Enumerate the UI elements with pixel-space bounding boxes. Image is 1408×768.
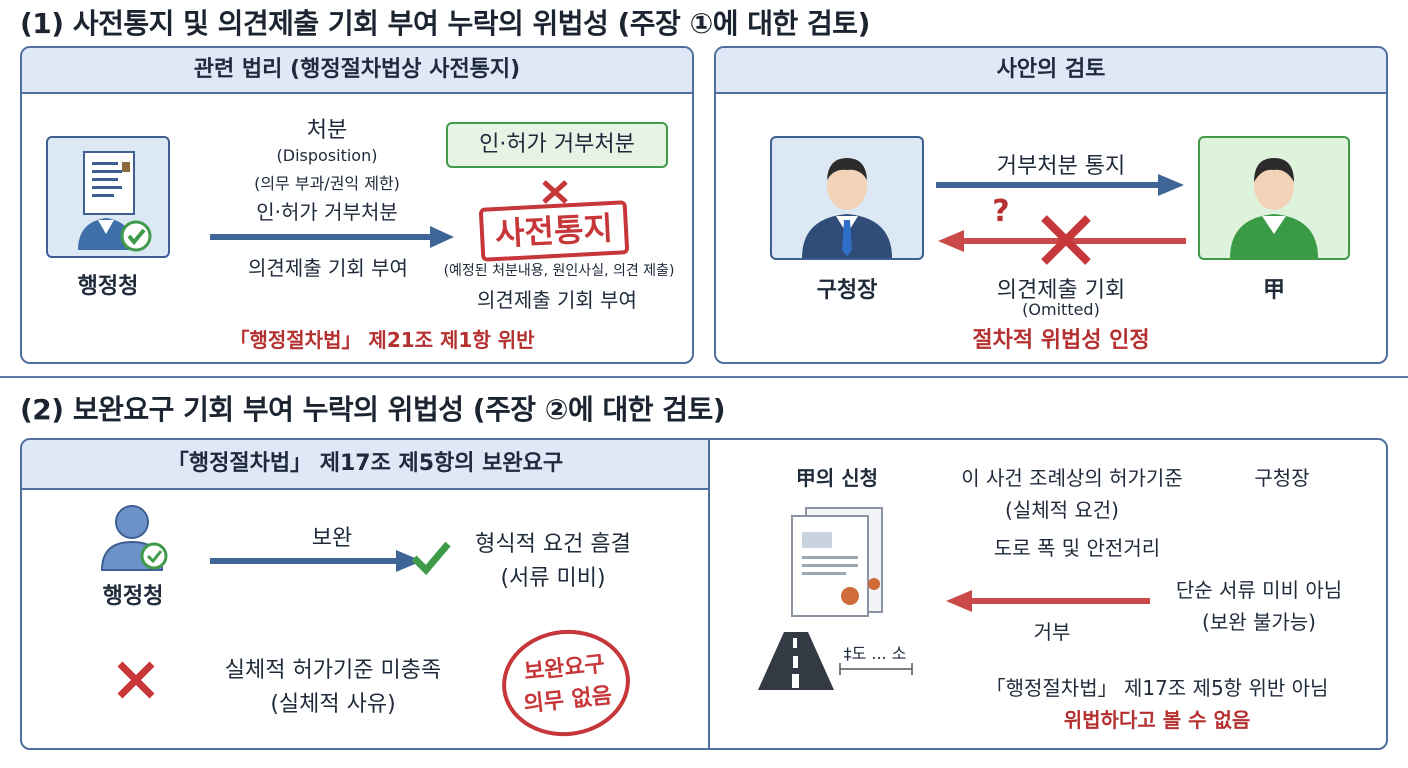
application-documents-icon: [791, 507, 883, 617]
section-2-title: (2) 보완요구 기회 부여 누락의 위법성 (주장 ②에 대한 검토): [20, 393, 726, 426]
refusal-label: 거부: [1033, 620, 1071, 644]
road-width-label: 도로 폭 및 안전거리: [993, 536, 1161, 560]
stamp-subtext: (예정된 처분내용, 원인사실, 의견 제출): [443, 263, 675, 279]
legal-principle-panel: 관련 법리 (행정절차법상 사전통지) 행정청 처분 (Disposition)…: [20, 46, 694, 364]
question-mark-icon: ?: [992, 194, 1010, 229]
section-1-title: (1) 사전통지 및 의견제출 기회 부여 누락의 위법성 (주장 ①에 대한 …: [20, 7, 870, 40]
not-mere-defect-label: 단순 서류 미비 아님: [1175, 578, 1343, 602]
applicant-label: 甲: [1262, 278, 1285, 303]
road-distance-label: ‡도 ... 소: [843, 644, 907, 663]
panel-header: 「행정절차법」 제17조 제5항의 보완요구: [22, 440, 710, 490]
notice-arrow: [936, 174, 1184, 196]
supplement-label: 보완: [311, 526, 353, 551]
district-chief-label: 구청장: [816, 278, 878, 303]
refusal-arrow: [946, 590, 1150, 612]
distance-marker-icon: [839, 663, 913, 675]
omitted-opinion-arrow: [938, 230, 1186, 252]
arrow-label-refusal: 인·허가 거부처분: [256, 200, 398, 224]
district-chief-avatar: [770, 136, 924, 260]
opinion-opportunity-label: 의견제출 기회 부여: [477, 288, 637, 312]
agency-document-icon: [46, 136, 170, 258]
cross-icon: [542, 180, 568, 204]
panel-header: 관련 법리 (행정절차법상 사전통지): [22, 48, 692, 94]
big-cross-icon: [1041, 215, 1091, 265]
substantive-standard-label: 실체적 허가기준 미충족: [224, 658, 442, 683]
procedural-illegality-text: 절차적 위법성 인정: [972, 328, 1150, 353]
supplement-request-panel: 「행정절차법」 제17조 제5항의 보완요구 행정청 보완 형식적 요건 흠결 …: [20, 438, 1388, 750]
agency-label: 행정청: [77, 274, 139, 299]
omitted-label: (Omitted): [1022, 300, 1100, 319]
no-duty-stamp: 보완요구 의무 없음: [496, 623, 636, 743]
substantive-reason-label: (실체적 사유): [270, 692, 396, 717]
refusal-disposition-box: 인·허가 거부처분: [446, 122, 668, 168]
road-icon: [758, 632, 834, 690]
law-not-violated-label: 「행정절차법」 제17조 제5항 위반 아님: [985, 676, 1329, 700]
agency-person-icon: [100, 505, 168, 571]
not-illegal-conclusion: 위법하다고 볼 수 없음: [1063, 708, 1251, 732]
district-chief-label: 구청장: [1254, 466, 1310, 490]
arrow-label-obligation: (의무 부과/권익 제한): [254, 174, 400, 193]
section-divider: [0, 376, 1408, 378]
prior-notice-stamp: 사전통지: [478, 200, 630, 262]
ordinance-standard-label: 이 사건 조례상의 허가기준: [961, 466, 1183, 490]
document-missing-label: (서류 미비): [500, 566, 606, 591]
x-icon: [117, 661, 155, 699]
refusal-notice-label: 거부처분 통지: [996, 154, 1126, 179]
panel-header: 사안의 검토: [716, 48, 1386, 94]
arrow-label-disposition-en: (Disposition): [276, 146, 378, 165]
not-correctable-label: (보완 불가능): [1202, 610, 1316, 634]
opinion-opportunity-label: 의견제출 기회: [996, 278, 1126, 303]
law-violation-text: 「행정절차법」 제21조 제1항 위반: [229, 328, 535, 352]
arrow-label-opinion: 의견제출 기회 부여: [248, 256, 408, 280]
application-label: 甲의 신청: [795, 466, 879, 490]
inner-divider: [708, 440, 710, 748]
supplement-arrow: [210, 550, 422, 572]
agency-label: 행정청: [102, 584, 164, 609]
arrow-label-disposition: 처분: [306, 118, 348, 143]
check-icon: [411, 541, 451, 576]
blue-arrow: [210, 226, 454, 248]
formal-defect-label: 형식적 요건 흠결: [475, 532, 631, 557]
applicant-avatar: [1198, 136, 1350, 260]
substantive-requirement-label: (실체적 요건): [1005, 498, 1119, 522]
case-review-panel: 사안의 검토 구청장 甲 거부처분 통지 ? 의견제출 기회: [714, 46, 1388, 364]
